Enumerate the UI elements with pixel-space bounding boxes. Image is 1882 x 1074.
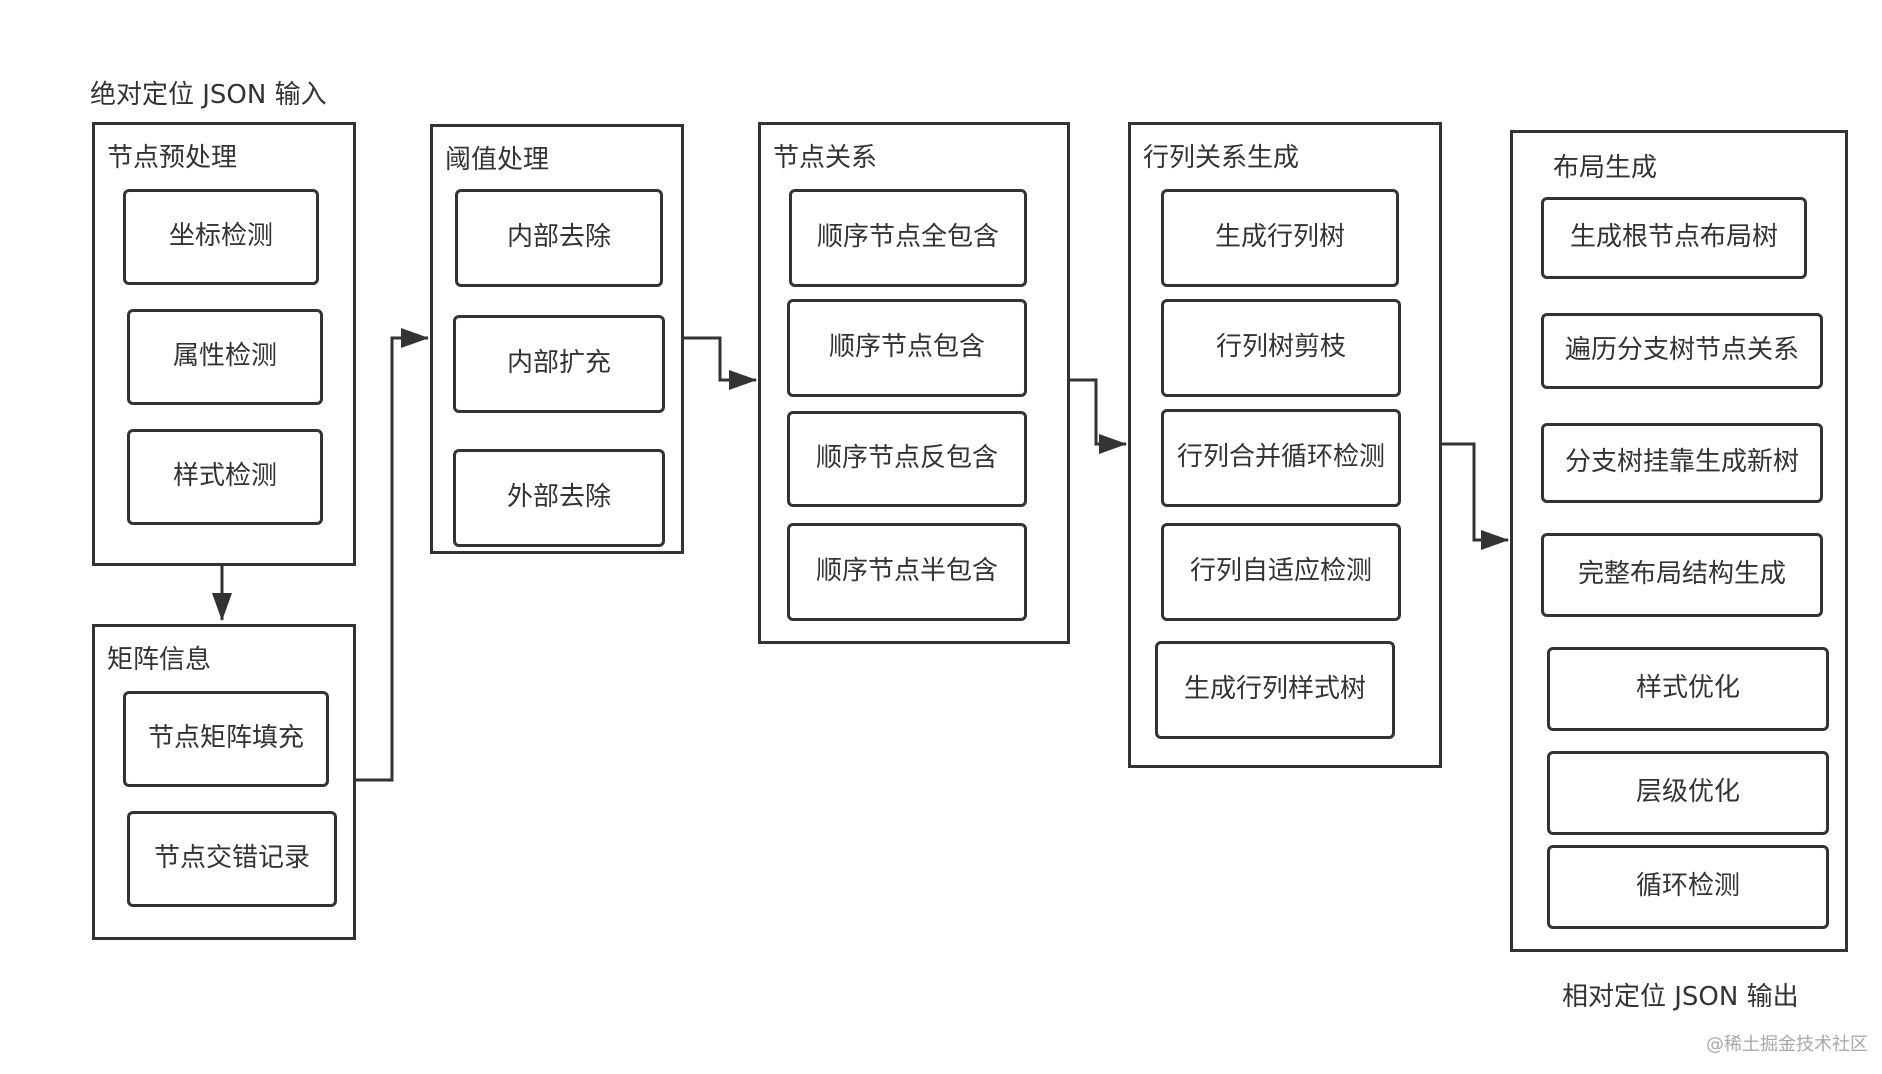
- node-seq-reverse-contain[interactable]: 顺序节点反包含: [787, 411, 1027, 507]
- node-rowcol-prune[interactable]: 行列树剪枝: [1161, 299, 1401, 397]
- group-layout: 布局生成 生成根节点布局树 遍历分支树节点关系 分支树挂靠生成新树 完整布局结构…: [1510, 130, 1848, 952]
- node-coordinate-check[interactable]: 坐标检测: [123, 189, 319, 285]
- output-label: 相对定位 JSON 输出: [1562, 982, 1799, 1012]
- group-matrix: 矩阵信息 节点矩阵填充 节点交错记录: [92, 624, 356, 940]
- node-attribute-check[interactable]: 属性检测: [127, 309, 323, 405]
- group-title: 行列关系生成: [1143, 143, 1300, 173]
- group-title: 节点预处理: [107, 143, 238, 173]
- edge-rowcol-to-layout: [1438, 442, 1509, 550]
- node-rowcol-adaptive-check[interactable]: 行列自适应检测: [1161, 523, 1401, 621]
- group-rowcol: 行列关系生成 生成行列树 行列树剪枝 行列合并循环检测 行列自适应检测 生成行列…: [1128, 122, 1442, 768]
- node-rowcol-merge-loop-check[interactable]: 行列合并循环检测: [1161, 409, 1401, 507]
- node-seq-full-contain[interactable]: 顺序节点全包含: [789, 189, 1027, 287]
- node-gen-rowcol-style-tree[interactable]: 生成行列样式树: [1155, 641, 1395, 739]
- node-gen-root-layout-tree[interactable]: 生成根节点布局树: [1541, 197, 1807, 279]
- input-label: 绝对定位 JSON 输入: [90, 80, 327, 110]
- node-seq-half-contain[interactable]: 顺序节点半包含: [787, 523, 1027, 621]
- group-title: 阈值处理: [445, 145, 550, 175]
- group-title: 布局生成: [1553, 153, 1658, 183]
- node-style-check[interactable]: 样式检测: [127, 429, 323, 525]
- node-loop-check[interactable]: 循环检测: [1547, 845, 1829, 929]
- edge-relation-to-rowcol: [1066, 378, 1127, 454]
- node-gen-rowcol-tree[interactable]: 生成行列树: [1161, 189, 1399, 287]
- node-traverse-branch-relation[interactable]: 遍历分支树节点关系: [1541, 313, 1823, 389]
- node-outer-remove[interactable]: 外部去除: [453, 449, 665, 547]
- group-title: 矩阵信息: [107, 645, 212, 675]
- group-threshold: 阈值处理 内部去除 内部扩充 外部去除: [430, 124, 684, 554]
- node-matrix-fill[interactable]: 节点矩阵填充: [123, 691, 329, 787]
- group-title: 节点关系: [773, 143, 878, 173]
- edge-matrix-to-threshold: [356, 328, 429, 782]
- node-inner-remove[interactable]: 内部去除: [455, 189, 663, 287]
- watermark-text: @稀土掘金技术社区: [1706, 1034, 1868, 1055]
- group-relation: 节点关系 顺序节点全包含 顺序节点包含 顺序节点反包含 顺序节点半包含: [758, 122, 1070, 644]
- node-level-optimize[interactable]: 层级优化: [1547, 751, 1829, 835]
- node-seq-contain[interactable]: 顺序节点包含: [787, 299, 1027, 397]
- edge-threshold-to-relation: [682, 336, 757, 390]
- node-style-optimize[interactable]: 样式优化: [1547, 647, 1829, 731]
- node-full-layout-structure[interactable]: 完整布局结构生成: [1541, 533, 1823, 617]
- group-preprocess: 节点预处理 坐标检测 属性检测 样式检测: [92, 122, 356, 566]
- node-interleave-record[interactable]: 节点交错记录: [127, 811, 337, 907]
- node-inner-expand[interactable]: 内部扩充: [453, 315, 665, 413]
- node-branch-attach-new-tree[interactable]: 分支树挂靠生成新树: [1541, 423, 1823, 503]
